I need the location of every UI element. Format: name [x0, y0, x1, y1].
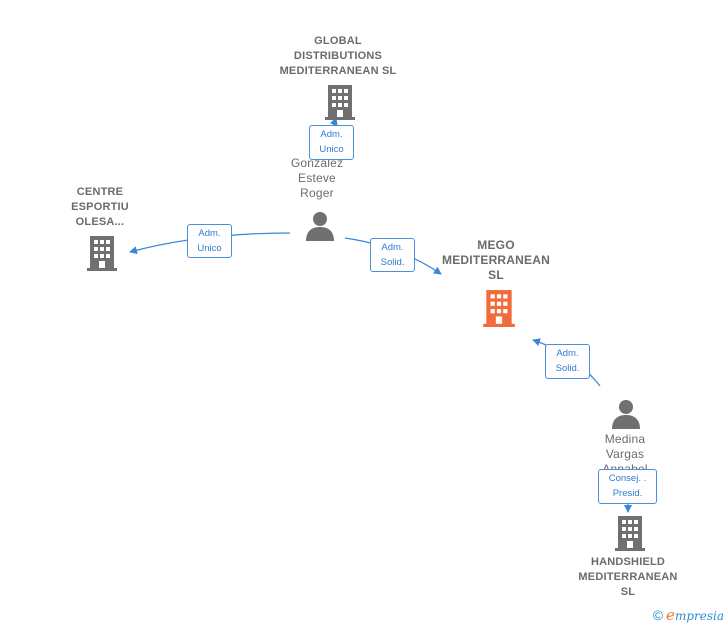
person-label-medina[interactable]: Medina Vargas Annabel: [602, 432, 648, 470]
building-icon[interactable]: [325, 84, 355, 120]
role-badge-gonzalez-centre[interactable]: Adm. Unico: [187, 224, 232, 258]
role-badge-gonzalez-mego[interactable]: Adm. Solid.: [370, 238, 415, 272]
role-badge-medina-mego[interactable]: Adm. Solid.: [545, 344, 590, 379]
copyright-icon: ©: [652, 607, 664, 623]
building-icon[interactable]: [615, 515, 645, 551]
brand-watermark: © empresia: [653, 606, 724, 624]
role-badge-gonzalez-global[interactable]: Adm. Unico: [309, 125, 354, 160]
brand-name: empresia: [666, 606, 724, 624]
company-label-mego[interactable]: MEGO MEDITERRANEAN SL: [442, 238, 550, 282]
focus-building-icon[interactable]: [483, 289, 515, 327]
company-label-global[interactable]: GLOBAL DISTRIBUTIONS MEDITERRANEAN SL: [279, 35, 397, 77]
person-icon[interactable]: [305, 211, 335, 241]
person-label-gonzalez[interactable]: Gonzalez Esteve Roger: [290, 156, 344, 200]
company-label-handshield[interactable]: HANDSHIELD MEDITERRANEAN SL: [578, 556, 678, 598]
person-icon[interactable]: [611, 399, 641, 429]
building-icon[interactable]: [87, 235, 117, 271]
role-badge-medina-handshield[interactable]: Consej. . Presid.: [598, 469, 657, 504]
company-label-centre[interactable]: CENTRE ESPORTIU OLESA...: [71, 186, 129, 228]
